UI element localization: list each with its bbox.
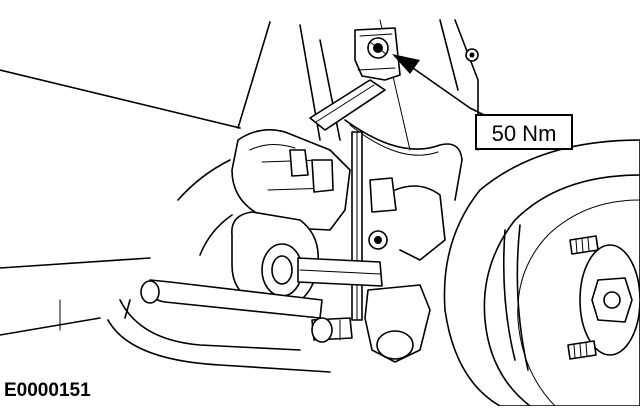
lower-control-arm — [107, 159, 331, 373]
callout-leader — [392, 54, 491, 119]
knuckle-assembly — [231, 129, 446, 261]
stabilizer-link — [351, 131, 363, 321]
wheel-studs — [567, 235, 599, 360]
bolt-nut-icon — [367, 37, 389, 59]
torque-callout: 50 Nm — [475, 114, 573, 150]
arrow-head-icon — [392, 54, 420, 74]
hose-bracket — [309, 79, 386, 131]
wheel-hub — [579, 244, 640, 356]
side-fastener — [465, 48, 479, 62]
tie-rod-end — [311, 284, 431, 363]
figure-code: E0000151 — [4, 380, 91, 401]
drive-shaft — [231, 211, 383, 306]
torque-label: 50 Nm — [492, 121, 557, 146]
